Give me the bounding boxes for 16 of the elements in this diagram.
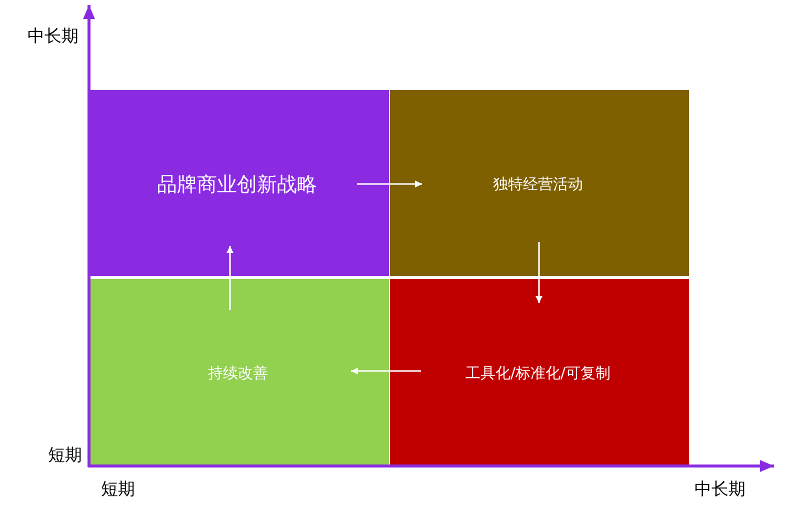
- quadrant-label: 品牌商业创新战略: [157, 173, 317, 195]
- axis-label: 短期: [48, 446, 82, 466]
- quadrant-label: 独特经营活动: [493, 176, 583, 192]
- arrow: [226, 246, 234, 310]
- arrow: [357, 180, 422, 188]
- quadrant-label: 持续改善: [208, 364, 268, 382]
- quadrant-box: [89, 90, 389, 276]
- arrow: [351, 368, 421, 374]
- quadrant-label: 工具化/标准化/可复制: [465, 364, 611, 382]
- quadrant-box: [390, 90, 689, 276]
- axis-label: 短期: [101, 480, 135, 500]
- arrow: [536, 242, 542, 303]
- quadrant-box: [89, 279, 389, 466]
- quadrant-box: [390, 279, 689, 466]
- axis-label: 中长期: [694, 480, 746, 500]
- axis-label: 中长期: [28, 28, 78, 46]
